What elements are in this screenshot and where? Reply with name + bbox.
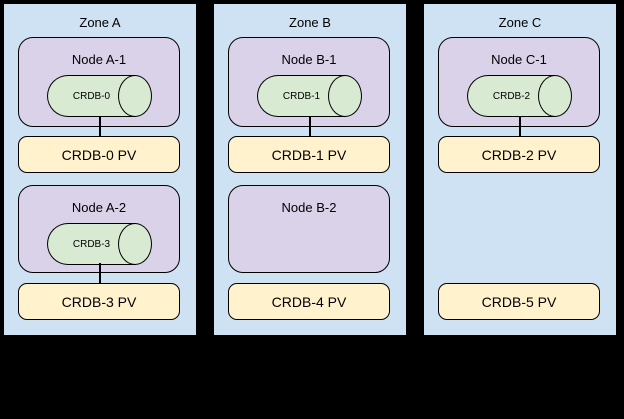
zone-c-title: Zone C (498, 15, 542, 30)
pv-crdb-1: CRDB-1 PV (228, 136, 390, 173)
node-b-1-label: Node B-1 (281, 52, 337, 67)
node-b-2-label: Node B-2 (281, 200, 337, 215)
pod-crdb-0-label: CRDB-0 (72, 90, 111, 102)
node-a-1: Node A-1 CRDB-0 (18, 37, 180, 127)
cylinder-cap (118, 75, 152, 117)
pod-crdb-3-label: CRDB-3 (72, 238, 111, 250)
node-b-1: Node B-1 CRDB-1 (228, 37, 390, 127)
node-a-1-label: Node A-1 (71, 52, 127, 67)
zone-b-title: Zone B (289, 15, 331, 30)
zone-c-container: Zone C Node C-1 CRDB-2 CRDB-2 PV CRDB-5 … (422, 2, 618, 337)
pod-cylinder-crdb-1: CRDB-1 (257, 75, 362, 117)
pv-crdb-5: CRDB-5 PV (438, 283, 600, 320)
pv-crdb-2: CRDB-2 PV (438, 136, 600, 173)
connector-crdb-2-to-pv (519, 116, 521, 138)
connector-crdb-1-to-pv (309, 116, 311, 138)
connector-crdb-3-to-pv (99, 263, 101, 285)
pv-crdb-4-label: CRDB-4 PV (271, 293, 347, 310)
node-a-2-label: Node A-2 (71, 200, 127, 215)
pv-crdb-4: CRDB-4 PV (228, 283, 390, 320)
pv-crdb-3-label: CRDB-3 PV (61, 293, 137, 310)
node-b-2: Node B-2 (228, 185, 390, 273)
node-c-1-label: Node C-1 (491, 52, 547, 67)
cylinder-cap (328, 75, 362, 117)
pv-crdb-1-label: CRDB-1 PV (271, 146, 347, 163)
pod-crdb-1-label: CRDB-1 (282, 90, 321, 102)
zone-b-container: Zone B Node B-1 CRDB-1 CRDB-1 PV Node B-… (212, 2, 408, 337)
pod-crdb-2-label: CRDB-2 (492, 90, 531, 102)
pv-crdb-2-label: CRDB-2 PV (481, 146, 557, 163)
pv-crdb-3: CRDB-3 PV (18, 283, 180, 320)
pv-crdb-5-label: CRDB-5 PV (481, 293, 557, 310)
zone-a-container: Zone A Node A-1 CRDB-0 CRDB-0 PV Node A-… (2, 2, 198, 337)
cylinder-cap (118, 223, 152, 265)
node-c-1: Node C-1 CRDB-2 (438, 37, 600, 127)
zone-a-title: Zone A (79, 15, 121, 30)
pv-crdb-0: CRDB-0 PV (18, 136, 180, 173)
pod-cylinder-crdb-0: CRDB-0 (47, 75, 152, 117)
node-a-2: Node A-2 CRDB-3 (18, 185, 180, 273)
pod-cylinder-crdb-3: CRDB-3 (47, 223, 152, 265)
pod-cylinder-crdb-2: CRDB-2 (467, 75, 572, 117)
cylinder-cap (538, 75, 572, 117)
pv-crdb-0-label: CRDB-0 PV (61, 146, 137, 163)
connector-crdb-0-to-pv (99, 116, 101, 138)
